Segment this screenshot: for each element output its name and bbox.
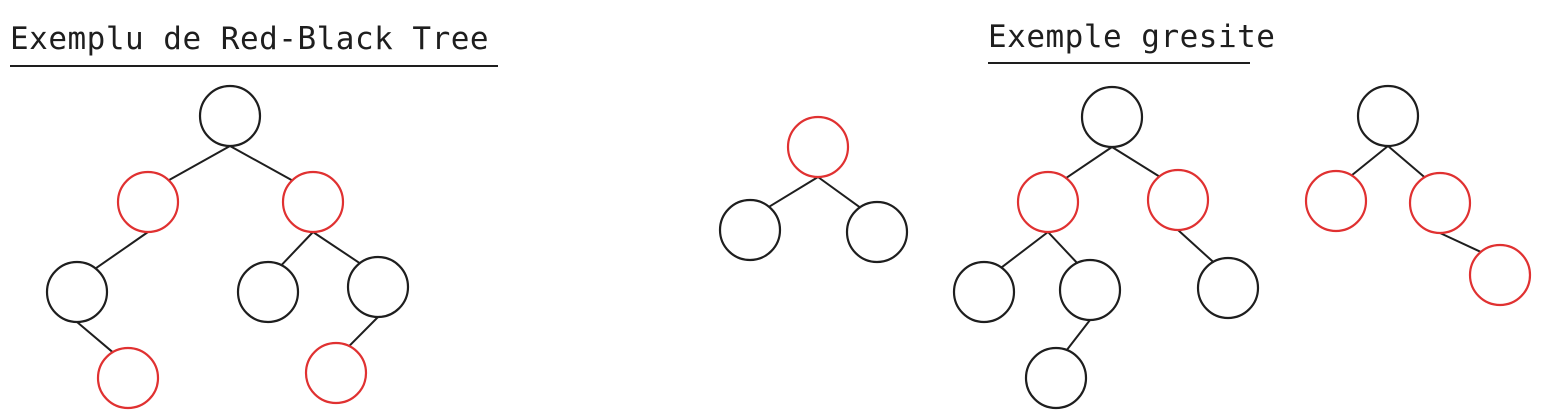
tree-edge <box>1439 232 1482 253</box>
tree-edge <box>229 145 294 182</box>
tree-edge <box>1350 145 1389 177</box>
black-node <box>45 260 109 324</box>
title-wrong-examples: Exemple gresite <box>988 19 1276 55</box>
red-node <box>1468 243 1532 307</box>
black-node <box>1058 258 1122 322</box>
black-node <box>952 260 1016 324</box>
black-node <box>236 260 300 324</box>
tree-edge <box>348 316 379 348</box>
red-node <box>786 115 850 179</box>
tree-edge <box>1047 231 1079 264</box>
tree-edge <box>1065 319 1091 352</box>
tree-edge <box>312 231 361 265</box>
red-node <box>1146 168 1210 232</box>
black-node <box>718 198 782 262</box>
tree-edge <box>817 176 861 209</box>
black-node <box>1356 84 1420 148</box>
tree-valid-example <box>45 84 410 410</box>
tree-wrong-example-1 <box>718 115 909 264</box>
tree-edge <box>1111 146 1161 178</box>
tree-wrong-example-2 <box>952 85 1260 410</box>
tree-edge <box>1065 146 1113 180</box>
tree-edge <box>280 231 314 267</box>
tree-edge <box>1387 145 1426 179</box>
red-node <box>1408 171 1472 235</box>
title-valid-example: Exemplu de Red-Black Tree <box>10 21 490 57</box>
black-node <box>346 255 410 319</box>
title-valid-example-underline <box>10 65 498 67</box>
tree-edge <box>94 231 149 270</box>
tree-edge <box>76 321 114 354</box>
tree-edge <box>1000 231 1049 269</box>
tree-wrong-example-3 <box>1304 84 1532 307</box>
black-node <box>198 84 262 148</box>
red-node <box>1304 169 1368 233</box>
tree-edge <box>167 145 231 182</box>
red-node <box>304 341 368 405</box>
tree-edge <box>1177 229 1215 263</box>
black-node <box>1196 256 1260 320</box>
black-node <box>845 200 909 264</box>
red-node <box>116 170 180 234</box>
red-node <box>96 346 160 410</box>
tree-edge <box>768 176 819 208</box>
black-node <box>1080 85 1144 149</box>
red-node <box>1016 170 1080 234</box>
title-wrong-examples-underline <box>988 62 1250 64</box>
black-node <box>1024 346 1088 410</box>
red-node <box>281 170 345 234</box>
